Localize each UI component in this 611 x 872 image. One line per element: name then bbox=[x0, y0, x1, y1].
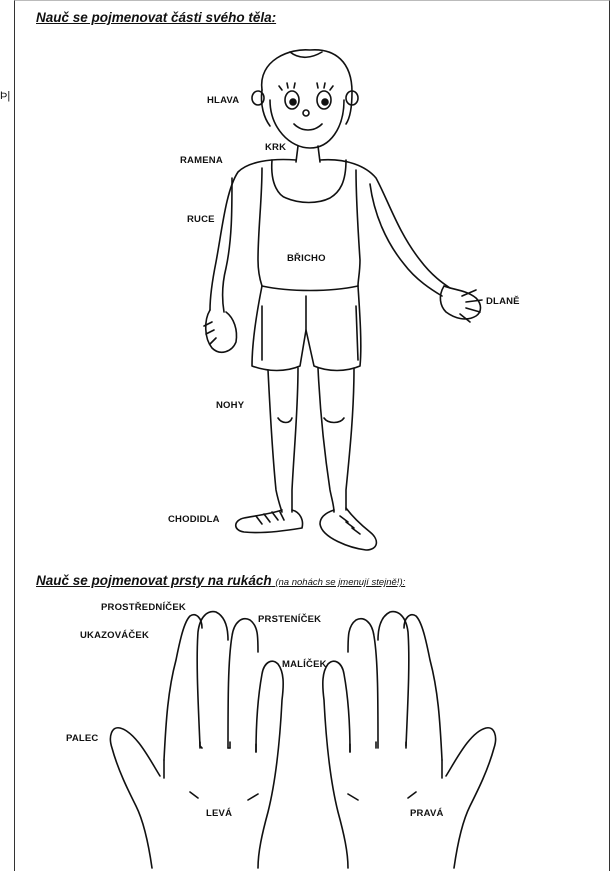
label-prava: PRAVÁ bbox=[410, 808, 444, 819]
label-malicek: MALÍČEK bbox=[282, 659, 327, 670]
label-leva: LEVÁ bbox=[206, 808, 232, 819]
label-prostrednicek: PROSTŘEDNÍČEK bbox=[101, 602, 186, 613]
label-ukazovacek: UKAZOVÁČEK bbox=[80, 630, 149, 641]
label-prstenicek: PRSTENÍČEK bbox=[258, 614, 321, 625]
label-palec: PALEC bbox=[66, 733, 99, 744]
